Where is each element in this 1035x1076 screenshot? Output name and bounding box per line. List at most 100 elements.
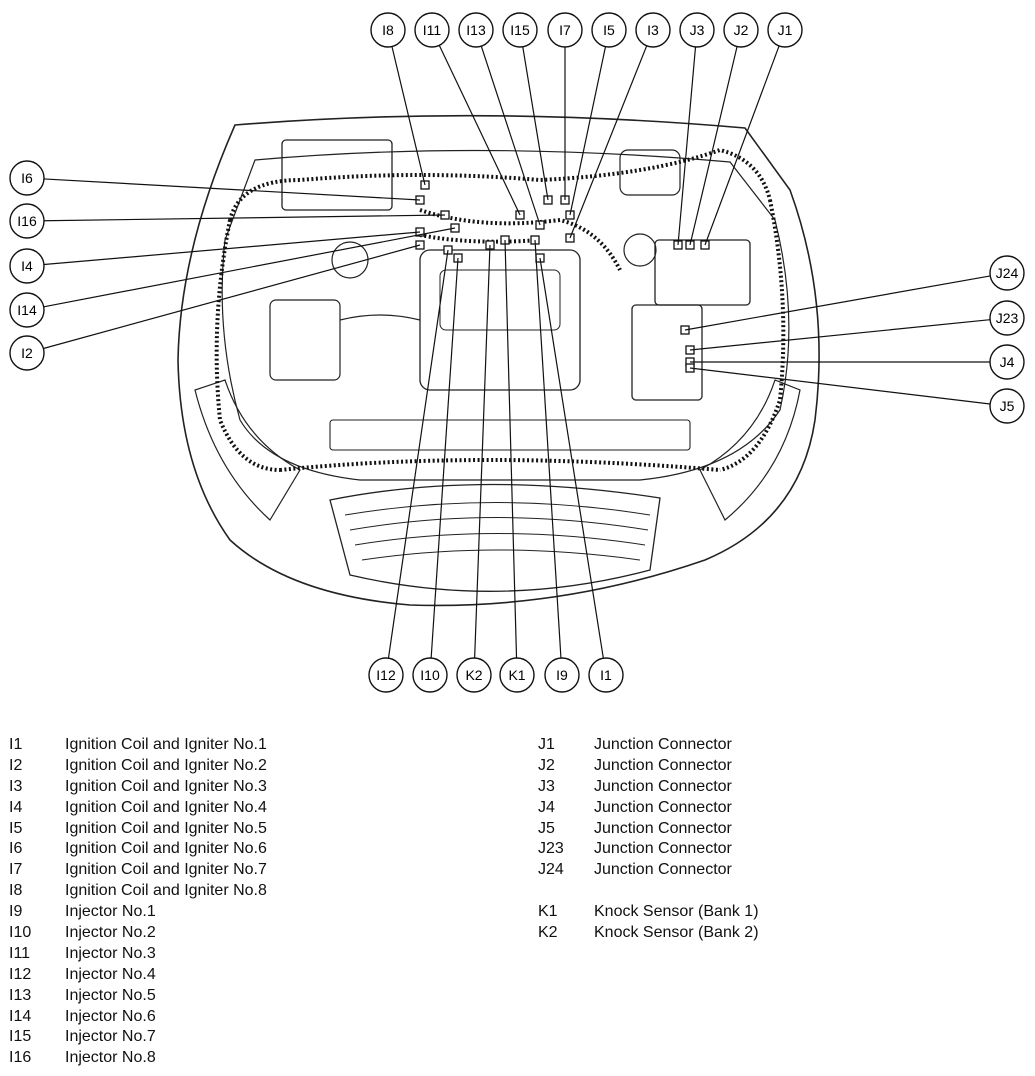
callout-label: J1: [778, 22, 793, 38]
legend-code: I16: [9, 1049, 32, 1067]
legend-description: Ignition Coil and Igniter No.7: [65, 861, 267, 879]
leader-line-i4: [43, 231, 421, 266]
callout-circle: [989, 300, 1025, 336]
legend-code: I3: [9, 777, 23, 795]
callout-i1: I1: [588, 657, 624, 693]
callout-label: I6: [21, 170, 33, 186]
legend-code: J2: [538, 756, 555, 774]
callout-i2: I2: [9, 335, 45, 371]
callout-label: I13: [466, 22, 486, 38]
leader-line-i13: [480, 45, 541, 226]
grille-line: [361, 549, 641, 561]
callout-label: I7: [559, 22, 571, 38]
legend-code: J3: [538, 777, 555, 795]
legend-row: J3 Junction Connector: [538, 777, 938, 798]
callout-circle: [9, 335, 45, 371]
callout-label: I2: [21, 345, 33, 361]
legend-code: I14: [9, 1007, 32, 1025]
harness-coils: [419, 233, 541, 244]
callout-label: I11: [423, 22, 442, 38]
leader-line-i3: [569, 45, 648, 239]
leader-line-j3: [677, 46, 697, 246]
leader-line-j24: [684, 275, 991, 331]
left-strut-tower: [331, 241, 369, 279]
harness-left: [214, 219, 281, 472]
air-cleaner: [269, 299, 341, 381]
grille-line: [344, 502, 651, 516]
legend-description: Junction Connector: [594, 819, 732, 837]
legend-spacer: [538, 881, 938, 902]
legend-description: Knock Sensor (Bank 1): [594, 903, 759, 921]
legend-code: I1: [9, 736, 23, 753]
leader-line-i12: [387, 249, 449, 659]
callout-label: K2: [465, 667, 482, 683]
engine-bay-drawing: [177, 114, 820, 607]
callout-j3: J3: [679, 12, 715, 48]
legend-code: K1: [538, 903, 558, 921]
legend-code: I6: [9, 840, 23, 858]
callout-label: J4: [1000, 354, 1015, 370]
legend-code: I5: [9, 819, 23, 837]
callout-circle: [767, 12, 803, 48]
grille-line: [349, 517, 649, 531]
callout-label: I10: [420, 667, 440, 683]
callout-i10: I10: [412, 657, 448, 693]
leader-line-i16: [43, 214, 446, 222]
callout-label: I3: [647, 22, 659, 38]
leader-line-i10: [430, 257, 459, 659]
legend-code: J24: [538, 861, 564, 879]
callout-label: I12: [376, 667, 396, 683]
legend-description: Junction Connector: [594, 777, 732, 795]
legend-code: I15: [9, 1028, 32, 1046]
callout-circle: [723, 12, 759, 48]
legend-description: Injector No.2: [65, 924, 156, 942]
right-headlight: [699, 379, 801, 521]
left-headlight: [194, 379, 301, 521]
leader-line-i9: [534, 239, 562, 659]
callout-circle: [9, 292, 45, 328]
leader-line-i15: [522, 46, 549, 201]
legend-description: Junction Connector: [594, 840, 732, 858]
legend-code: I9: [9, 903, 23, 921]
callout-label: J3: [690, 22, 705, 38]
callout-circle: [9, 248, 45, 284]
callout-i14: I14: [9, 292, 45, 328]
battery: [281, 139, 393, 211]
legend-row: I14 Injector No.6: [9, 1007, 429, 1028]
callout-label: I9: [556, 667, 568, 683]
callout-k2: K2: [456, 657, 492, 693]
legend-description: Injector No.6: [65, 1007, 156, 1025]
callout-circle: [547, 12, 583, 48]
hood-outline: [177, 114, 820, 607]
harness-main: [228, 147, 772, 221]
legend-code: K2: [538, 924, 558, 942]
leader-line-k1: [504, 239, 518, 659]
legend-description: Ignition Coil and Igniter No.8: [65, 882, 267, 900]
callout-i16: I16: [9, 203, 45, 239]
callout-j5: J5: [989, 388, 1025, 424]
legend-description: Ignition Coil and Igniter No.5: [65, 819, 267, 837]
legend-code: J1: [538, 736, 555, 753]
intake-hose: [339, 314, 421, 321]
callout-label: I16: [17, 213, 37, 229]
leader-line-i14: [43, 227, 456, 308]
callout-circle: [412, 657, 448, 693]
legend-code: I12: [9, 965, 32, 983]
callout-label: I1: [600, 667, 612, 683]
callout-circle: [9, 160, 45, 196]
leader-line-i1: [539, 257, 604, 659]
leader-line-i5: [569, 46, 607, 216]
connectors: [415, 180, 710, 373]
